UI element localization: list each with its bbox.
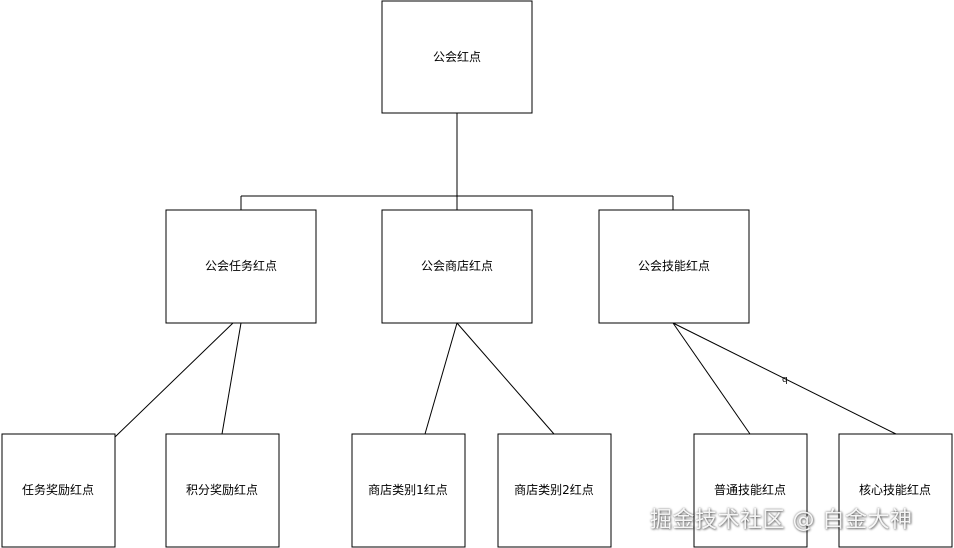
edge-skill-normal: [672, 322, 751, 435]
node-guild-shop-red-dot: 公会商店红点: [381, 209, 533, 324]
node-guild-task-red-dot: 公会任务红点: [165, 209, 317, 324]
edge-skill-core: [672, 322, 897, 435]
node-task-reward-red-dot: 任务奖励红点: [1, 433, 116, 548]
connectors: q: [114, 113, 897, 438]
node-label: 核心技能红点: [859, 482, 931, 497]
node-guild-red-dot: 公会红点: [381, 0, 533, 114]
node-label: 公会红点: [433, 49, 481, 64]
node-label: 公会任务红点: [205, 258, 277, 273]
node-label: 任务奖励红点: [22, 482, 94, 497]
node-normal-skill-red-dot: 普通技能红点: [693, 433, 808, 548]
edge-shop-cat1: [424, 322, 458, 435]
node-label: 商店类别2红点: [514, 482, 594, 497]
node-points-reward-red-dot: 积分奖励红点: [165, 433, 280, 548]
edge-task-points-reward: [221, 322, 242, 435]
node-label: 积分奖励红点: [186, 482, 258, 497]
node-label: 公会商店红点: [421, 258, 493, 273]
edge-label-q: q: [782, 375, 788, 385]
node-label: 公会技能红点: [638, 258, 710, 273]
watermark-text: 掘金技术社区 @ 白金大神: [650, 508, 913, 533]
node-label: 普通技能红点: [714, 482, 786, 497]
edge-task-task-reward: [114, 322, 234, 438]
node-shop-category1-red-dot: 商店类别1红点: [351, 433, 466, 548]
node-shop-category2-red-dot: 商店类别2红点: [497, 433, 612, 548]
edge-shop-cat2: [456, 322, 555, 435]
node-core-skill-red-dot: 核心技能红点: [838, 433, 953, 548]
node-guild-skill-red-dot: 公会技能红点: [598, 209, 750, 324]
node-label: 商店类别1红点: [368, 482, 448, 497]
